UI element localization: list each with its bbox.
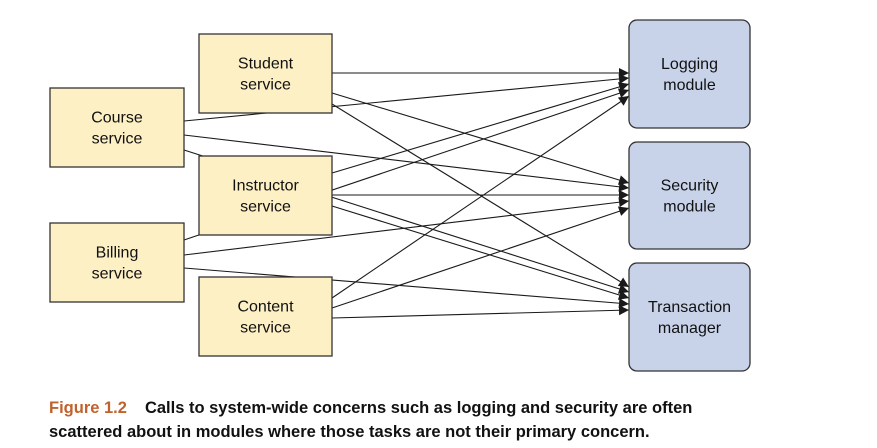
module-logging-label-1: Logging	[661, 56, 718, 73]
arrow-instructor-transaction	[331, 205, 630, 300]
boxes: StudentserviceCourseserviceInstructorser…	[49, 19, 751, 372]
service-billing-box	[49, 222, 185, 303]
arrow-course-logging	[183, 73, 630, 122]
module-security-box	[628, 141, 751, 250]
arrow-billing-transaction	[183, 267, 630, 309]
module-security-label-2: module	[663, 199, 716, 216]
service-instructor: Instructor service	[198, 155, 333, 236]
arrow-student-security	[331, 92, 630, 185]
module-logging: Logging module	[628, 19, 751, 129]
module-transaction-box	[628, 262, 751, 372]
service-course-box	[49, 87, 185, 168]
arrow-content-transaction	[331, 305, 630, 319]
caption-line-2: scattered about in modules where those t…	[49, 423, 650, 441]
module-security-label-1: Security	[661, 178, 719, 195]
service-instructor-label-1: Instructor	[232, 178, 299, 195]
service-course: Course service	[49, 87, 185, 168]
service-billing-label-2: service	[92, 266, 143, 283]
service-course-label-1: Course	[91, 110, 143, 127]
service-instructor-box	[198, 155, 333, 236]
service-billing: Billing service	[49, 222, 185, 303]
figure-caption: Figure 1.2 Calls to system-wide concerns …	[49, 396, 849, 444]
arrow-content-logging	[331, 95, 630, 299]
arrow-content-security	[331, 206, 630, 309]
service-content-label-1: Content	[237, 299, 294, 316]
caption-line-1: Figure 1.2 Calls to system-wide concerns …	[49, 396, 849, 420]
service-instructor-label-2: service	[240, 199, 291, 216]
service-student-label-2: service	[240, 77, 291, 94]
service-content-box	[198, 276, 333, 357]
module-logging-label-2: module	[663, 77, 716, 94]
module-logging-box	[628, 19, 751, 129]
service-student-box	[198, 33, 333, 114]
service-student-label-1: Student	[238, 56, 294, 73]
service-content-label-2: service	[240, 320, 291, 337]
module-security: Security module	[628, 141, 751, 250]
module-transaction: Transaction manager	[628, 262, 751, 372]
module-transaction-label-1: Transaction	[648, 299, 731, 316]
arrow-instructor-logging	[331, 82, 630, 174]
figure-number: Figure 1.2	[49, 399, 127, 417]
caption-text-1: Calls to system-wide concerns such as lo…	[144, 399, 693, 417]
arrow-course-security	[183, 134, 630, 192]
arrow-billing-security	[183, 197, 630, 256]
service-content: Content service	[198, 276, 333, 357]
service-course-label-2: service	[92, 131, 143, 148]
service-billing-label-1: Billing	[96, 245, 139, 262]
module-transaction-label-2: manager	[658, 320, 722, 337]
service-student: Student service	[198, 33, 333, 114]
